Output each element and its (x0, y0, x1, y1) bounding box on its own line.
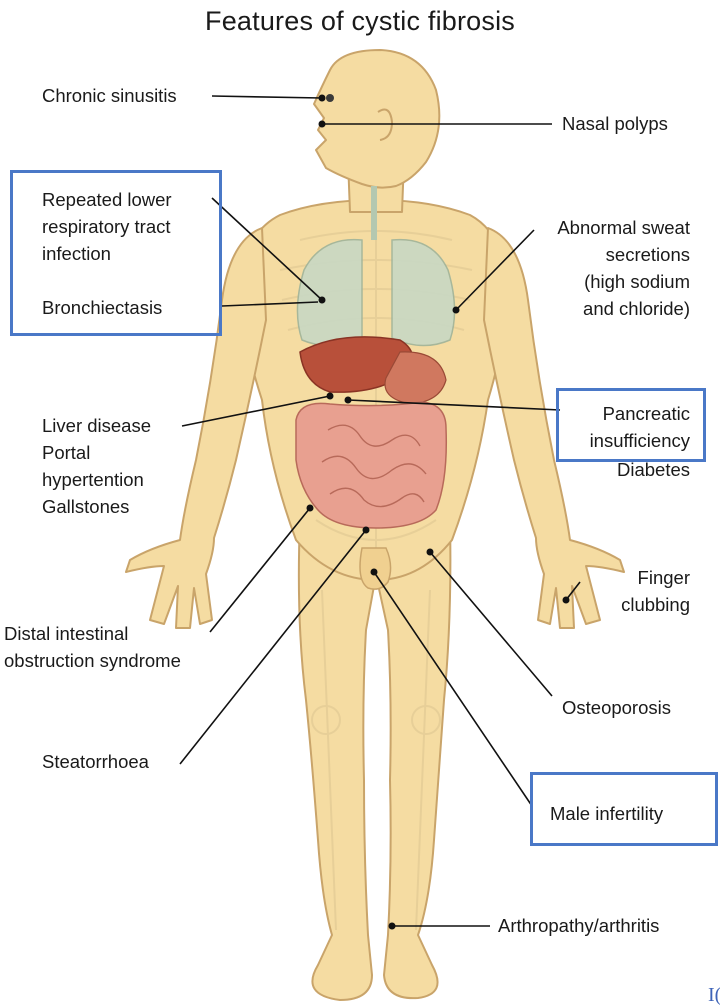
label-osteoporosis: Osteoporosis (562, 694, 671, 721)
eye (326, 94, 334, 102)
label-nasal-polyps: Nasal polyps (562, 110, 668, 137)
highlight-box-pancreatic (556, 388, 706, 462)
genitals (360, 548, 391, 589)
highlight-box-respiratory (10, 170, 222, 336)
label-steatorrhoea: Steatorrhoea (42, 748, 149, 775)
corner-mark: I( (708, 984, 720, 1007)
highlight-box-male-infertility (530, 772, 718, 846)
label-dios: Distal intestinal obstruction syndrome (4, 620, 181, 674)
label-finger-clubbing: Finger clubbing (590, 564, 690, 618)
label-abnormal-sweat: Abnormal sweat secretions (high sodium a… (520, 214, 690, 322)
label-arthropathy: Arthropathy/arthritis (498, 912, 659, 939)
intestines (296, 402, 446, 528)
label-chronic-sinusitis: Chronic sinusitis (42, 82, 177, 109)
label-liver-disease: Liver disease Portal hypertention Gallst… (42, 412, 151, 520)
